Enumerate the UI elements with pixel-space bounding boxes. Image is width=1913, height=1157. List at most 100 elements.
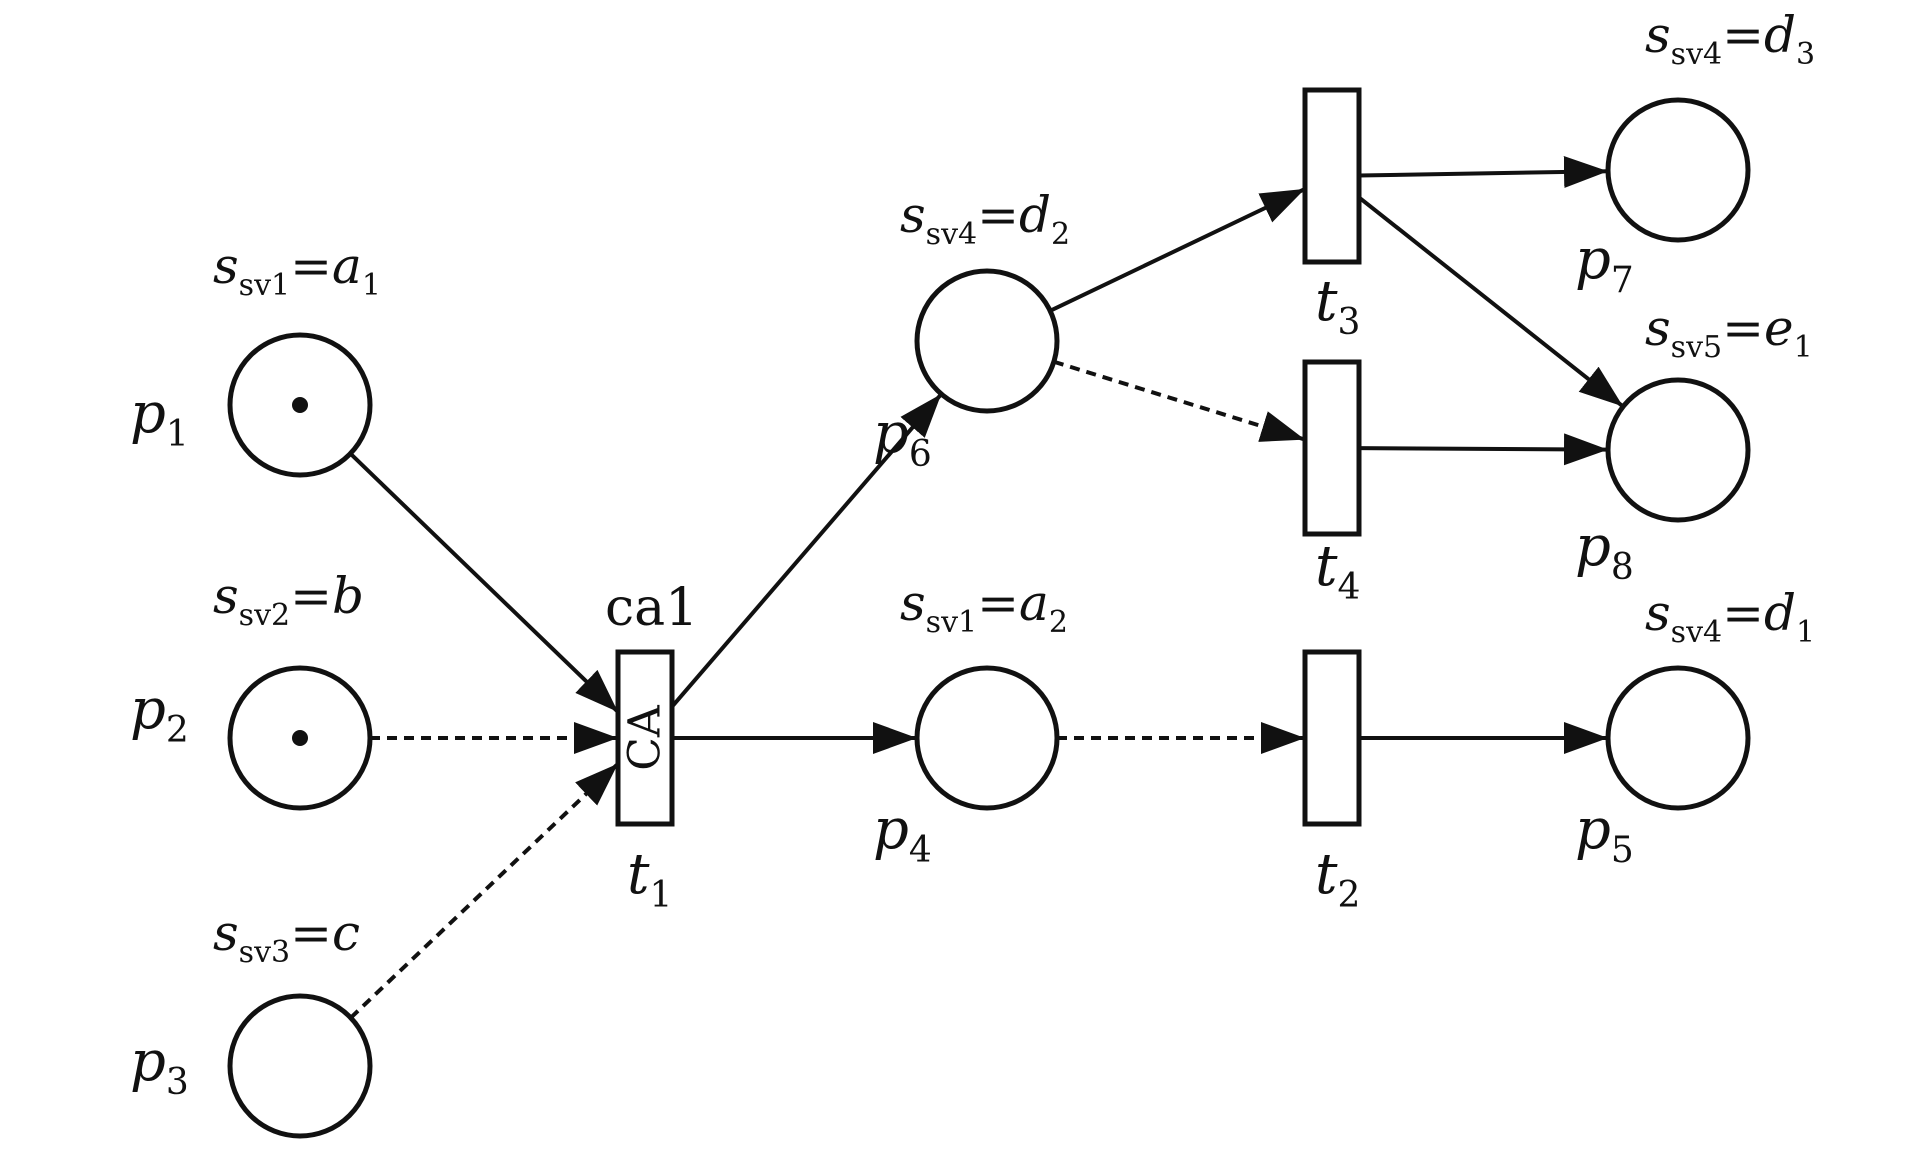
p8-state-var: s	[1645, 299, 1671, 357]
t4-name-main: t	[1315, 534, 1338, 599]
p3-state-value: c	[332, 904, 360, 962]
place-p4	[914, 665, 1060, 811]
t3-name-sub: 3	[1338, 302, 1361, 343]
t4-name-label: t4	[1315, 534, 1360, 608]
p4-state-value: a	[1019, 574, 1049, 632]
transition-t1	[615, 649, 675, 827]
t1-name-sub: 1	[650, 875, 673, 916]
p1-state-var-sub: sv1	[239, 268, 290, 303]
p5-name-sub: 5	[1611, 830, 1634, 871]
p7-name-main: p	[1575, 227, 1611, 292]
arc-t1-p6	[670, 392, 943, 708]
p2-name-label: p2	[130, 677, 189, 751]
token-p2	[292, 730, 308, 746]
p4-state-value-sub: 2	[1049, 605, 1068, 640]
p7-state-value: d	[1764, 6, 1796, 64]
p1-state-value: a	[332, 237, 362, 295]
p7-state-var: s	[1645, 6, 1671, 64]
transition-t3	[1302, 87, 1362, 265]
arc-t3-p8	[1357, 195, 1625, 409]
p2-state-eq: =	[290, 567, 332, 625]
p7-state-label: ssv4=d3	[1645, 6, 1815, 72]
p1-state-var: s	[213, 237, 239, 295]
arc-p6-t4	[1053, 359, 1306, 442]
p3-name-sub: 3	[166, 1062, 189, 1103]
p4-state-eq: =	[977, 574, 1019, 632]
p3-state-var-sub: sv3	[239, 935, 290, 970]
p6-state-label: ssv4=d2	[900, 186, 1070, 252]
p6-name-main: p	[873, 401, 909, 466]
t1-inner-text: CA	[620, 704, 671, 771]
p4-state-var-sub: sv1	[926, 605, 977, 640]
p5-name-main: p	[1575, 797, 1611, 862]
p7-name-label: p7	[1575, 227, 1634, 301]
arc-t3-p7	[1358, 155, 1609, 188]
p5-state-eq: =	[1722, 584, 1764, 642]
p1-name-main: p	[130, 381, 166, 446]
p1-state-eq: =	[290, 237, 332, 295]
p7-state-value-sub: 3	[1796, 37, 1815, 72]
p5-state-value-sub: 1	[1796, 615, 1815, 650]
p3-name-main: p	[130, 1029, 166, 1094]
transition-t2	[1302, 649, 1362, 827]
p4-state-var: s	[900, 574, 926, 632]
p4-name-label: p4	[873, 797, 932, 871]
place-p5	[1605, 665, 1751, 811]
p4-name-main: p	[873, 797, 909, 862]
t1-top-label: ca1	[605, 578, 698, 638]
p8-state-value-sub: 1	[1794, 330, 1813, 365]
p8-state-var-sub: sv5	[1671, 330, 1722, 365]
t2-name-sub: 2	[1338, 875, 1361, 916]
p2-state-var-sub: sv2	[239, 598, 290, 633]
t1-name-main: t	[627, 842, 650, 907]
place-p6	[914, 268, 1060, 414]
p5-state-label: ssv4=d1	[1645, 584, 1815, 650]
t3-name-main: t	[1315, 269, 1338, 334]
p8-name-main: p	[1575, 514, 1611, 579]
p2-state-var: s	[213, 567, 239, 625]
p5-state-value: d	[1764, 584, 1796, 642]
t3-name-label: t3	[1315, 269, 1360, 343]
arc-t4-p8	[1358, 433, 1609, 466]
labels-layer: p1ssv1=a1p2ssv2=bp3ssv3=cp4ssv1=a2p5ssv4…	[130, 6, 1815, 1103]
transition-t4	[1302, 359, 1362, 537]
p1-name-sub: 1	[166, 414, 189, 455]
arcs-layer	[348, 155, 1625, 1020]
p2-name-main: p	[130, 677, 166, 742]
p7-name-sub: 7	[1611, 260, 1634, 301]
p6-state-eq: =	[977, 186, 1019, 244]
p6-state-value-sub: 2	[1051, 217, 1070, 252]
place-p7	[1605, 97, 1751, 243]
p8-state-label: ssv5=e1	[1645, 299, 1813, 365]
p2-state-value: b	[332, 567, 364, 625]
p1-name-label: p1	[130, 381, 189, 455]
p6-state-var: s	[900, 186, 926, 244]
p4-name-sub: 4	[909, 830, 932, 871]
t2-name-label: t2	[1315, 842, 1360, 916]
p3-state-label: ssv3=c	[213, 904, 360, 970]
p8-state-eq: =	[1722, 299, 1764, 357]
p4-state-label: ssv1=a2	[900, 574, 1068, 640]
p3-state-var: s	[213, 904, 239, 962]
place-p8	[1605, 377, 1751, 523]
t2-name-main: t	[1315, 842, 1338, 907]
p6-name-sub: 6	[909, 434, 932, 475]
p8-name-label: p8	[1575, 514, 1634, 588]
p1-state-value-sub: 1	[362, 268, 381, 303]
p5-state-var: s	[1645, 584, 1671, 642]
arc-p6-t3	[1049, 187, 1306, 313]
p2-state-label: ssv2=b	[213, 567, 364, 633]
p6-state-var-sub: sv4	[926, 217, 977, 252]
p3-name-label: p3	[130, 1029, 189, 1103]
p8-name-sub: 8	[1611, 547, 1634, 588]
p5-state-var-sub: sv4	[1671, 615, 1722, 650]
t4-name-sub: 4	[1338, 567, 1361, 608]
p1-state-label: ssv1=a1	[213, 237, 381, 303]
p6-name-label: p6	[873, 401, 932, 475]
nodes-layer	[227, 87, 1751, 1139]
arc-p1-t1	[348, 452, 620, 714]
p7-state-var-sub: sv4	[1671, 37, 1722, 72]
t1-name-label: t1	[627, 842, 672, 916]
arc-p3-t1	[349, 762, 620, 1020]
